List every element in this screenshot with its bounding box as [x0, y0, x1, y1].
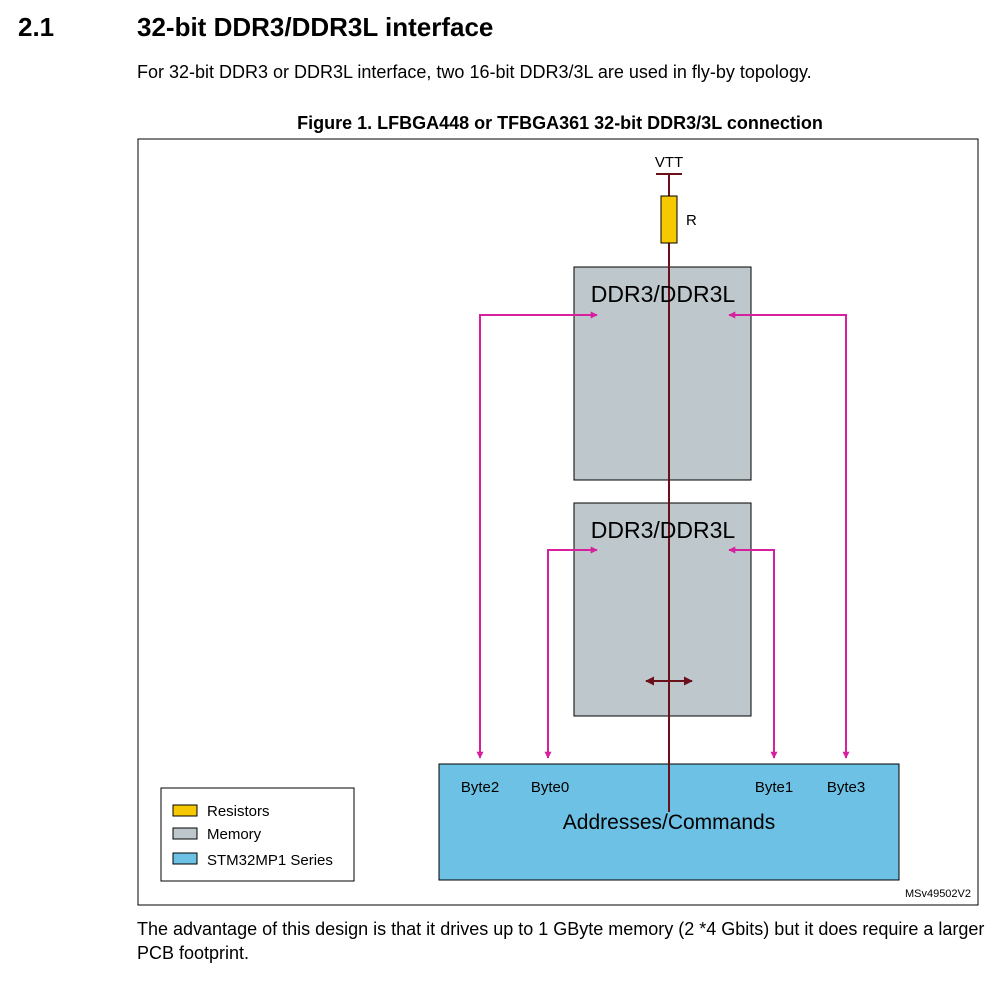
section-intro: For 32-bit DDR3 or DDR3L interface, two … — [137, 62, 812, 82]
section-title: 32-bit DDR3/DDR3L interface — [137, 12, 494, 42]
memory-chip-top — [573, 266, 752, 481]
byte0-signal — [544, 546, 598, 759]
figure-ref-code: MSv49502V2 — [905, 888, 971, 900]
byte3-label: Byte3 — [827, 779, 865, 796]
legend-label-memory: Memory — [207, 826, 262, 843]
byte3-signal — [728, 311, 850, 759]
byte2-label: Byte2 — [461, 779, 499, 796]
resistor — [660, 195, 678, 244]
resistor-label: R — [686, 212, 697, 229]
legend-swatch-resistors — [172, 804, 198, 817]
figure-caption: Figure 1. LFBGA448 or TFBGA361 32-bit DD… — [297, 113, 823, 133]
legend-box — [160, 787, 355, 882]
conclusion-text: The advantage of this design is that it … — [137, 919, 985, 963]
legend-label-resistors: Resistors — [207, 803, 270, 820]
legend-label-stm32: STM32MP1 Series — [207, 852, 333, 869]
legend-swatch-stm32 — [172, 852, 198, 865]
vtt-label: VTT — [655, 154, 683, 171]
memory-bottom-label: DDR3/DDR3L — [591, 517, 736, 543]
memory-top-label: DDR3/DDR3L — [591, 281, 736, 307]
byte1-signal — [728, 546, 778, 759]
byte0-label: Byte0 — [531, 779, 569, 796]
byte1-label: Byte1 — [755, 779, 793, 796]
byte2-signal — [476, 311, 598, 759]
section-number: 2.1 — [18, 12, 55, 42]
legend-swatch-memory — [172, 827, 198, 840]
mcu-label: Addresses/Commands — [563, 811, 775, 834]
